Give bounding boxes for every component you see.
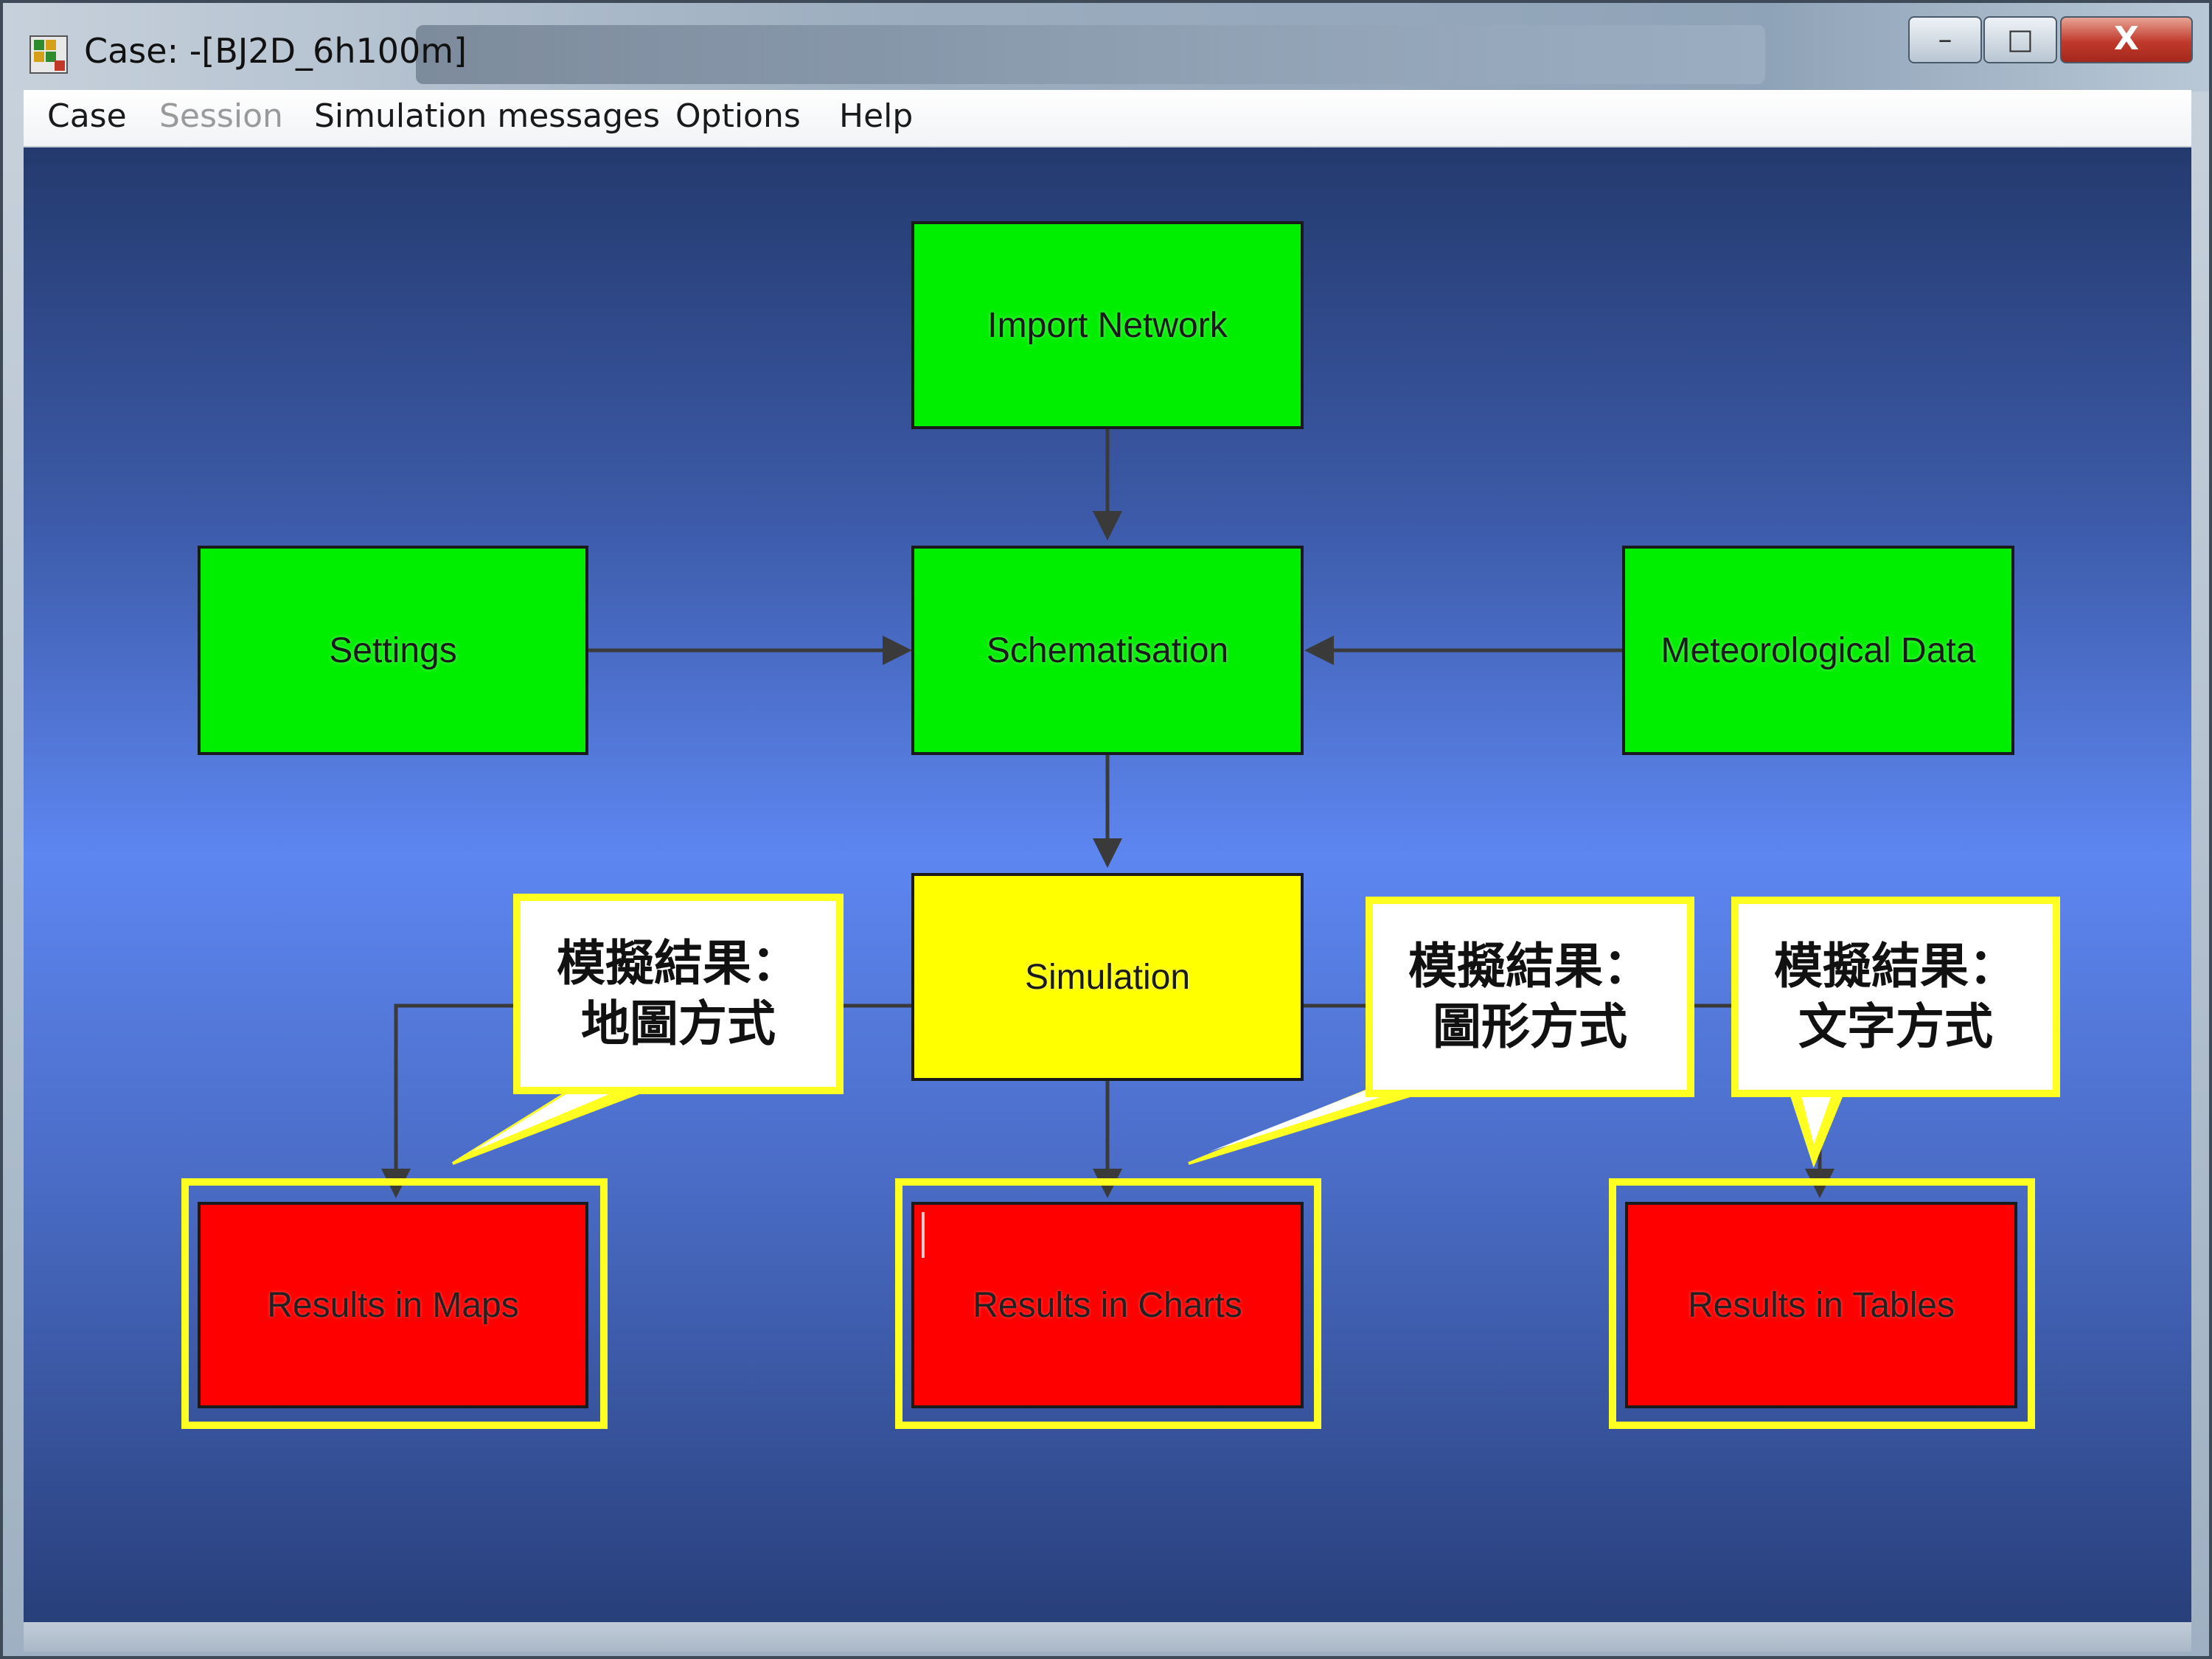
settings-label: Settings xyxy=(329,630,457,670)
menu-case[interactable]: Case xyxy=(47,97,127,135)
schematisation-box[interactable]: Schematisation xyxy=(911,546,1304,755)
title-bar-blur xyxy=(416,25,1765,84)
callout-charts: 模擬結果： 圖形方式 xyxy=(1366,897,1694,1097)
callout-pointer-charts xyxy=(1188,1090,1425,1165)
minimize-button[interactable]: – xyxy=(1908,16,1982,63)
import-network-box[interactable]: Import Network xyxy=(911,221,1304,429)
settings-box[interactable]: Settings xyxy=(198,546,588,755)
callout-charts-line2: 圖形方式 xyxy=(1433,998,1627,1055)
callout-maps-line1: 模擬結果： xyxy=(557,934,800,992)
maximize-button[interactable]: □ xyxy=(1983,16,2057,63)
results-tables-label: Results in Tables xyxy=(1688,1285,1955,1325)
callout-tables: 模擬結果： 文字方式 xyxy=(1731,897,2060,1097)
meteorological-data-box[interactable]: Meteorological Data xyxy=(1622,546,2014,755)
callout-maps: 模擬結果： 地圖方式 xyxy=(513,894,844,1094)
results-maps-box[interactable]: Results in Maps xyxy=(198,1202,588,1408)
results-maps-label: Results in Maps xyxy=(267,1285,519,1325)
meteorological-data-label: Meteorological Data xyxy=(1660,630,1976,670)
callout-charts-line1: 模擬結果： xyxy=(1408,937,1652,995)
close-button[interactable]: X xyxy=(2060,16,2193,63)
results-tables-box[interactable]: Results in Tables xyxy=(1625,1202,2017,1408)
workflow-canvas: Import Network Settings Schematisation M… xyxy=(24,147,2191,1622)
window-bottom-border xyxy=(24,1622,2191,1652)
close-icon: X xyxy=(2114,20,2139,58)
simulation-box[interactable]: Simulation xyxy=(911,873,1304,1081)
simulation-label: Simulation xyxy=(1024,957,1191,997)
menu-simulation-messages[interactable]: Simulation messages xyxy=(314,97,661,135)
maps-highlight-frame xyxy=(181,1178,608,1429)
tables-highlight-frame xyxy=(1609,1178,2035,1429)
maximize-icon: □ xyxy=(2007,23,2034,55)
callout-pointer-maps xyxy=(451,1090,644,1165)
app-icon[interactable] xyxy=(29,35,68,74)
callout-tables-line2: 文字方式 xyxy=(1798,998,1993,1055)
charts-highlight-frame xyxy=(895,1178,1321,1429)
title-bar[interactable]: Case: -[BJ2D_6h100m] – □ X xyxy=(3,3,2209,91)
window-title: Case: -[BJ2D_6h100m] xyxy=(84,31,467,71)
schematisation-label: Schematisation xyxy=(986,630,1229,670)
minimize-icon: – xyxy=(1938,23,1952,55)
import-network-label: Import Network xyxy=(987,305,1228,345)
menu-session[interactable]: Session xyxy=(159,97,283,135)
menu-bar: Case Session Simulation messages Options… xyxy=(24,90,2191,147)
text-caret xyxy=(922,1212,925,1258)
callout-tables-line1: 模擬結果： xyxy=(1774,937,2017,995)
callout-maps-line2: 地圖方式 xyxy=(581,995,776,1052)
menu-help[interactable]: Help xyxy=(839,97,914,135)
menu-options[interactable]: Options xyxy=(675,97,801,135)
results-charts-box[interactable]: Results in Charts xyxy=(911,1202,1304,1408)
results-charts-label: Results in Charts xyxy=(973,1285,1242,1325)
